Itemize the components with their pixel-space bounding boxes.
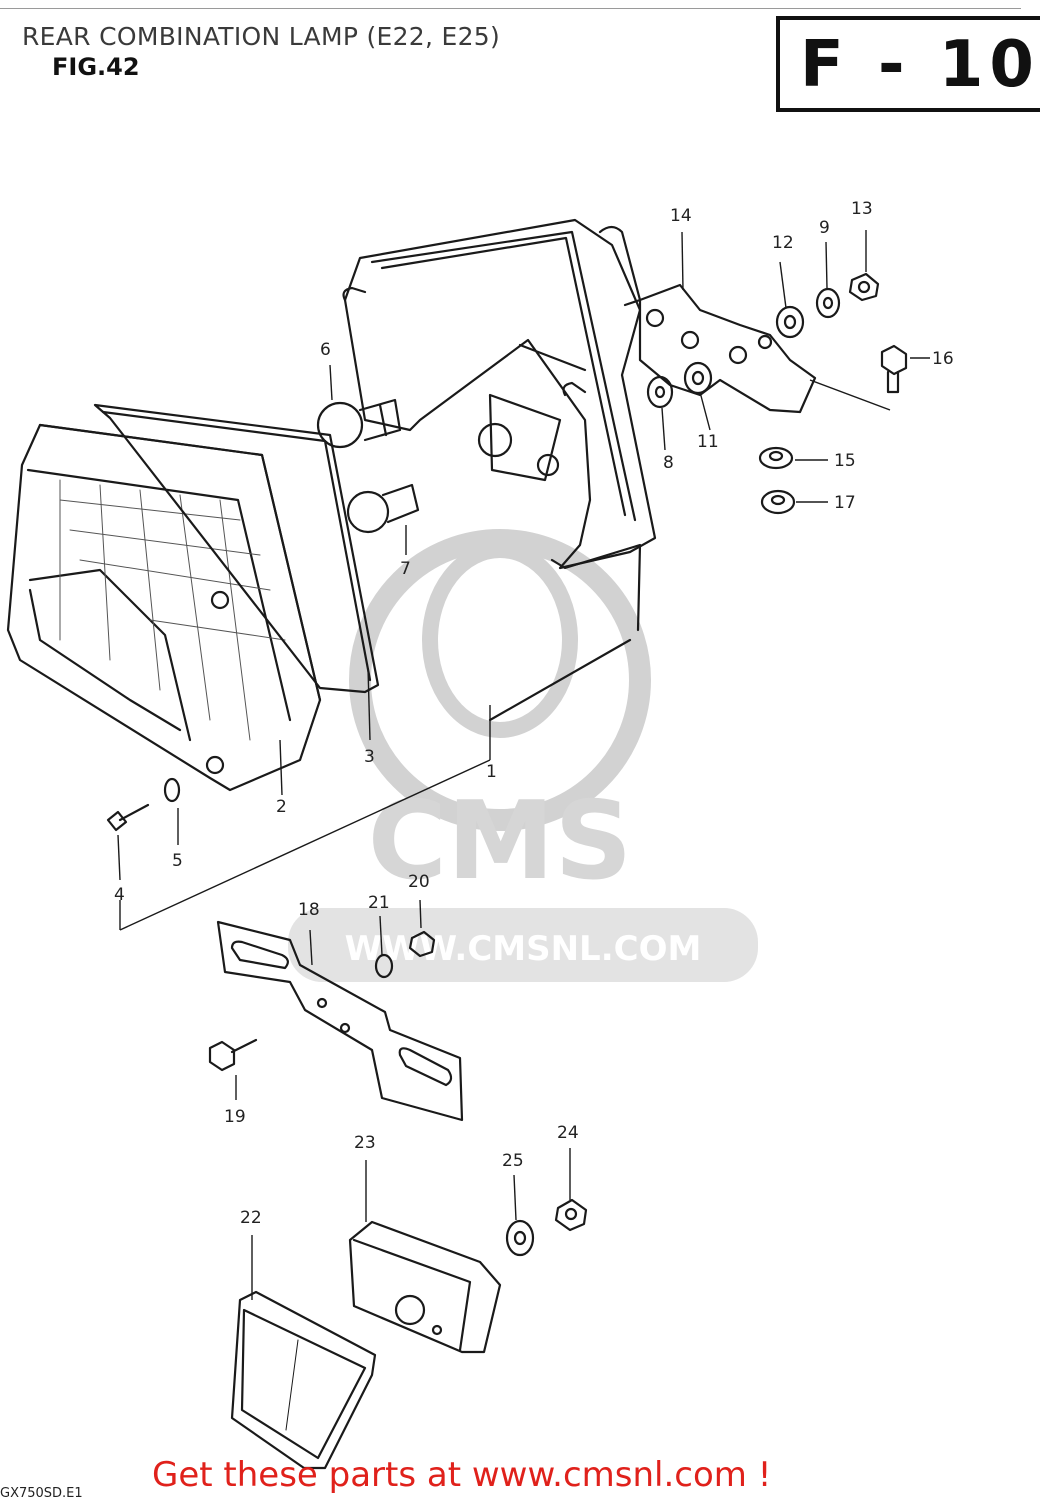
callout-17: 17 <box>834 493 856 513</box>
nut-part-20 <box>408 930 436 958</box>
cms-watermark: CMS WWW.CMSNL.COM <box>288 529 758 982</box>
callout-20: 20 <box>408 872 430 892</box>
callout-19: 19 <box>224 1107 246 1127</box>
diagram-title: REAR COMBINATION LAMP (E22, E25) <box>22 22 501 51</box>
bracket-part-14 <box>638 283 817 414</box>
callout-8: 8 <box>663 453 674 473</box>
nut-part-13 <box>848 272 880 302</box>
callout-25: 25 <box>502 1151 524 1171</box>
grommet-part-15 <box>758 446 794 470</box>
gasket-part-3 <box>93 403 380 694</box>
promo-link-text[interactable]: Get these parts at www.cmsnl.com ! <box>152 1455 772 1495</box>
callout-6: 6 <box>320 340 331 360</box>
callout-5: 5 <box>172 851 183 871</box>
callout-22: 22 <box>240 1208 262 1228</box>
grommet-part-17 <box>760 489 796 515</box>
callout-3: 3 <box>364 747 375 767</box>
top-rule <box>0 8 1021 9</box>
callout-4: 4 <box>114 885 125 905</box>
callout-16: 16 <box>932 349 954 369</box>
washer-part-9 <box>815 287 841 319</box>
callout-2: 2 <box>276 797 287 817</box>
watermark-figure <box>422 542 578 738</box>
page-reference-text: F - 10 <box>800 28 1040 102</box>
spacer-part-11 <box>683 361 713 395</box>
callout-24: 24 <box>557 1123 579 1143</box>
figure-label: FIG.42 <box>52 53 140 81</box>
leader-lines <box>117 230 930 1300</box>
screw-part-4 <box>106 803 150 832</box>
page-reference-box: F - 10 <box>776 16 1040 112</box>
license-lamp-lens-part-22 <box>230 1290 377 1470</box>
lens-part-2 <box>6 423 322 792</box>
watermark-url-plate <box>288 908 758 982</box>
watermark-logo-text: CMS <box>368 779 633 904</box>
callout-15: 15 <box>834 451 856 471</box>
bolt-part-16 <box>880 344 908 394</box>
callout-18: 18 <box>298 900 320 920</box>
callout-9: 9 <box>819 218 830 238</box>
callout-1: 1 <box>486 762 497 782</box>
housing-part-1 <box>342 218 657 722</box>
callout-14: 14 <box>670 206 692 226</box>
callout-labels: 1 2 3 4 5 6 7 8 9 11 12 13 14 15 16 17 1… <box>114 199 954 1228</box>
nut-part-24 <box>554 1198 588 1232</box>
drawing-code: GX750SD.E1 <box>0 1486 83 1501</box>
bolt-part-19 <box>208 1038 258 1072</box>
callout-7: 7 <box>400 559 411 579</box>
callout-23: 23 <box>354 1133 376 1153</box>
callout-13: 13 <box>851 199 873 219</box>
bulb-part-7 <box>346 483 420 534</box>
watermark-ring <box>349 529 651 831</box>
watermark-url-text: WWW.CMSNL.COM <box>345 929 702 969</box>
callout-11: 11 <box>697 432 719 452</box>
callout-12: 12 <box>772 233 794 253</box>
washer-part-25 <box>505 1219 535 1257</box>
callout-21: 21 <box>368 893 390 913</box>
license-lamp-body-part-23 <box>348 1220 502 1354</box>
washer-part-21 <box>374 953 394 979</box>
washer-part-8 <box>646 375 674 409</box>
washer-part-12 <box>775 305 805 339</box>
washer-part-5 <box>163 777 181 803</box>
bulb-part-6 <box>316 398 402 449</box>
license-plate-bracket-part-18 <box>216 920 464 1122</box>
